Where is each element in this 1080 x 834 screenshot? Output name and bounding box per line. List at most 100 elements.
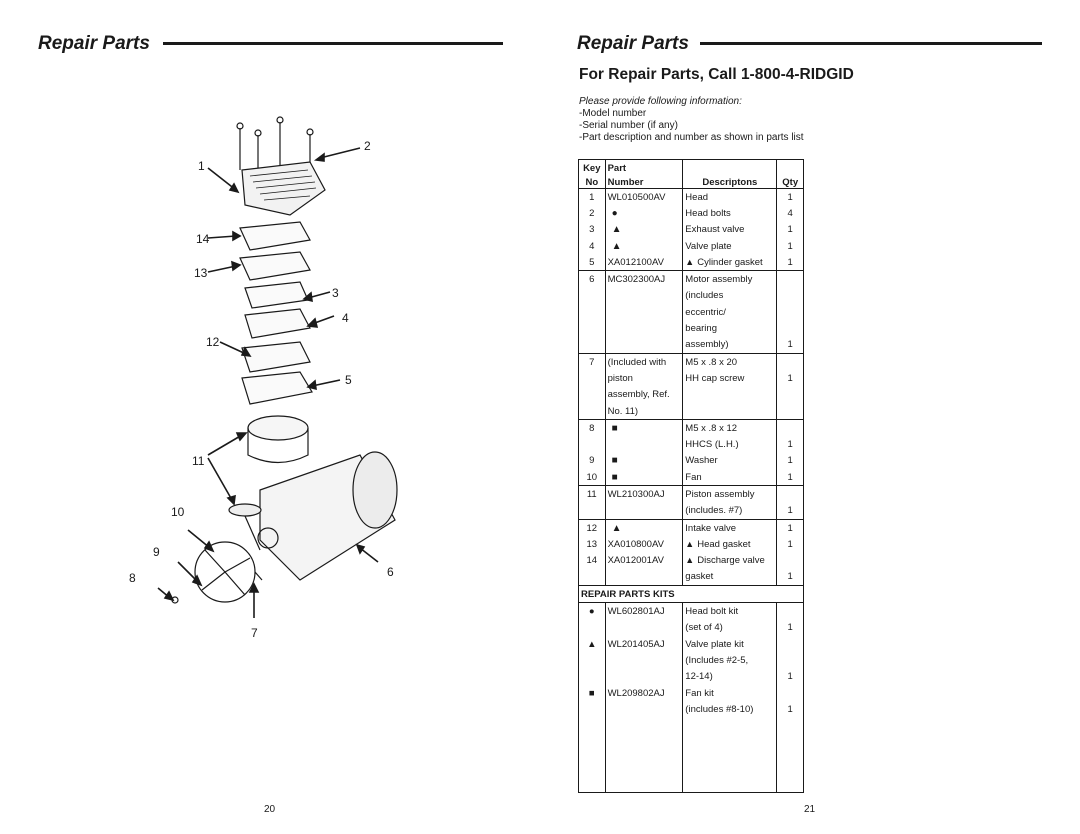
callout-5: 5 bbox=[345, 373, 352, 387]
head-gasket bbox=[239, 251, 311, 281]
intake-valve bbox=[241, 341, 311, 373]
cell-qty: 1 bbox=[776, 518, 804, 537]
table-row: (includes. #7)1 bbox=[578, 502, 804, 520]
cell-qty bbox=[776, 485, 804, 503]
triangle-icon: ▲ bbox=[685, 538, 695, 549]
square-icon: ■ bbox=[578, 684, 606, 702]
cell-qty bbox=[776, 304, 804, 321]
cell-key: 14 bbox=[578, 552, 606, 569]
square-icon: ■ bbox=[604, 469, 684, 486]
cell-part-number: WL201405AJ bbox=[604, 636, 684, 653]
cell-description: HH cap screw bbox=[682, 370, 778, 387]
discharge-valve-gasket bbox=[239, 221, 311, 251]
table-row: HHCS (L.H.)1 bbox=[578, 436, 804, 453]
cell-part-number bbox=[604, 568, 684, 586]
cell-qty: 1 bbox=[776, 336, 804, 354]
cell-description: ▲Head gasket bbox=[682, 536, 778, 553]
cell-key: 1 bbox=[578, 188, 606, 206]
cell-description: Motor assembly bbox=[682, 270, 778, 288]
cylinder-gasket bbox=[241, 371, 313, 405]
cell-qty: 1 bbox=[776, 619, 804, 637]
description-text: Head gasket bbox=[697, 538, 751, 550]
cell-key bbox=[578, 668, 606, 685]
table-row: (includes bbox=[578, 287, 804, 305]
triangle-icon: ▲ bbox=[604, 221, 684, 238]
kit-row: (Includes #2-5, bbox=[578, 652, 804, 669]
cell-key bbox=[578, 502, 606, 520]
cell-part-number: WL010500AV bbox=[604, 188, 684, 206]
cell-description bbox=[682, 386, 778, 403]
cell-description: Head bolts bbox=[682, 205, 778, 222]
cell-key bbox=[578, 304, 606, 321]
cell-part-number: No. 11) bbox=[604, 402, 684, 420]
header-part: Part bbox=[604, 159, 684, 174]
piston bbox=[228, 503, 262, 517]
table-row: 8■M5 x .8 x 12 bbox=[578, 419, 804, 437]
cell-part-number bbox=[604, 336, 684, 354]
circle-icon: ● bbox=[611, 207, 618, 219]
table-row: eccentric/ bbox=[578, 304, 804, 321]
kits-heading: REPAIR PARTS KITS bbox=[578, 585, 804, 604]
table-row: assembly, Ref. bbox=[578, 386, 804, 403]
header-description: Descriptons bbox=[682, 174, 778, 189]
header-no: No bbox=[578, 174, 606, 189]
table-row: bearing bbox=[578, 320, 804, 337]
cell-key: 9 bbox=[578, 452, 606, 470]
cell-description: M5 x .8 x 20 bbox=[682, 352, 778, 371]
description-text: Cylinder gasket bbox=[697, 256, 763, 268]
cell-description: Piston assembly bbox=[682, 485, 778, 503]
valve-plate bbox=[244, 308, 311, 339]
cell-key bbox=[578, 370, 606, 387]
cell-qty bbox=[776, 419, 804, 437]
triangle-icon: ▲ bbox=[578, 636, 606, 653]
callout-2: 2 bbox=[364, 139, 371, 153]
cell-part-number: (Included with bbox=[604, 352, 684, 371]
cell-qty bbox=[776, 684, 804, 702]
callout-11: 11 bbox=[192, 454, 205, 468]
cell-part-number: XA012001AV bbox=[604, 552, 684, 569]
cell-part-number bbox=[604, 436, 684, 453]
left-page-number: 20 bbox=[264, 804, 276, 815]
cell-key: 7 bbox=[578, 352, 606, 371]
cell-description: Intake valve bbox=[682, 518, 778, 537]
callout-6: 6 bbox=[387, 565, 394, 579]
header-qty: Qty bbox=[776, 174, 804, 189]
square-icon: ■ bbox=[604, 452, 684, 470]
callout-3: 3 bbox=[332, 286, 339, 300]
cell-description: 12-14) bbox=[682, 668, 778, 685]
cell-key: 5 bbox=[578, 254, 606, 271]
cell-part-number: WL602801AJ bbox=[604, 602, 684, 620]
triangle-icon: ▲ bbox=[611, 522, 622, 534]
header-key: Key bbox=[578, 159, 606, 174]
cell-qty: 1 bbox=[776, 452, 804, 470]
callout-10: 10 bbox=[171, 505, 185, 519]
cell-part-number: WL209802AJ bbox=[604, 684, 684, 702]
circle-icon: ● bbox=[604, 205, 684, 222]
cell-qty: 1 bbox=[776, 536, 804, 553]
cell-part-number: piston bbox=[604, 370, 684, 387]
callout-13: 13 bbox=[194, 266, 208, 280]
triangle-icon: ▲ bbox=[611, 224, 622, 236]
cell-description: (includes #8-10) bbox=[682, 701, 778, 718]
cell-qty: 1 bbox=[776, 701, 804, 718]
cell-part-number bbox=[604, 304, 684, 321]
left-page-title: Repair Parts bbox=[38, 33, 150, 54]
cell-part-number: WL210300AJ bbox=[604, 485, 684, 503]
info-line: -Part description and number as shown in… bbox=[579, 132, 804, 143]
cell-qty: 1 bbox=[776, 254, 804, 271]
cell-description: bearing bbox=[682, 320, 778, 337]
